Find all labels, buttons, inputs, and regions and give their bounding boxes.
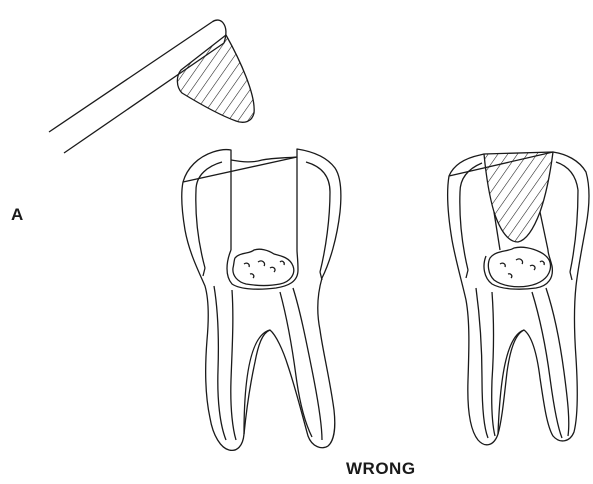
molar-tooth-left-icon <box>182 149 341 450</box>
figure-caption: WRONG <box>346 459 416 479</box>
molar-tooth-right-icon <box>448 152 589 445</box>
panel-label: A <box>11 205 24 225</box>
plugger-instrument-icon <box>49 20 254 153</box>
